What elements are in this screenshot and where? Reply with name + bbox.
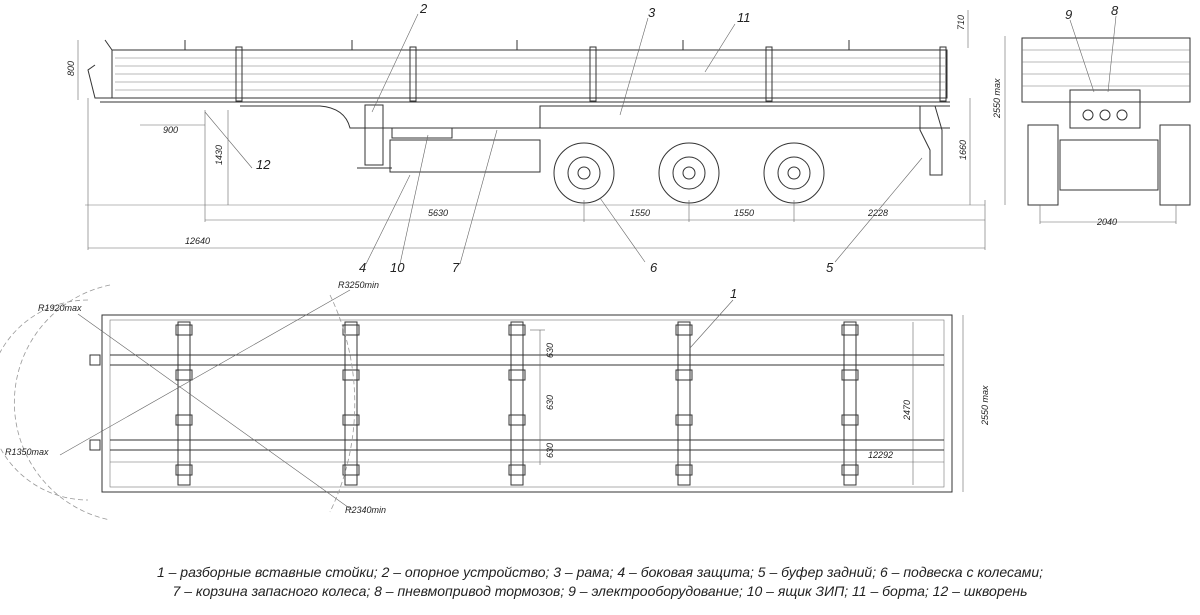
dim-axle-spacing-2: 1550 (734, 208, 754, 218)
legend-line-2: 7 – корзина запасного колеса; 8 – пневмо… (172, 583, 1028, 599)
dim-radius-1920: R1920max (38, 303, 82, 313)
dim-rear-overhang: 2228 (867, 208, 888, 218)
callout-3: 3 (648, 5, 656, 20)
dim-radius-3250: R3250min (338, 280, 379, 290)
top-view (0, 284, 964, 521)
dim-track-width: 2040 (1096, 217, 1117, 227)
callout-6: 6 (650, 260, 658, 275)
side-view (77, 10, 1006, 250)
callout-4: 4 (359, 260, 366, 275)
callout-10: 10 (390, 260, 405, 275)
dim-radius-1350: R1350max (5, 447, 49, 457)
dim-stake-pitch-3: 630 (545, 443, 555, 458)
callout-7: 7 (452, 260, 460, 275)
dim-stake-height: 710 (956, 15, 966, 30)
dim-stake-pitch-2: 630 (545, 395, 555, 410)
callout-9: 9 (1065, 7, 1072, 22)
trailer-technical-drawing: 12640 5630 1550 1550 2228 900 1430 800 1… (0, 1, 1191, 521)
callout-1: 1 (730, 286, 737, 301)
dim-kingpin-to-axle: 5630 (428, 208, 448, 218)
parts-legend: 1 – разборные вставные стойки; 2 – опорн… (0, 563, 1200, 601)
dim-radius-2340: R2340min (345, 505, 386, 515)
legend-line-1: 1 – разборные вставные стойки; 2 – опорн… (156, 564, 1044, 580)
dim-total-length: 12640 (185, 236, 210, 246)
dim-platform-inner-length: 12292 (868, 450, 893, 460)
dim-rear-height: 1660 (958, 140, 968, 160)
callout-5: 5 (826, 260, 834, 275)
dim-kingpin-offset: 900 (163, 125, 178, 135)
rear-view (1021, 37, 1191, 224)
dim-platform-inner-width: 2470 (902, 400, 912, 421)
dim-overall-width: 2550 max (980, 385, 990, 426)
dim-axle-spacing-1: 1550 (630, 208, 650, 218)
dim-stake-pitch-1: 630 (545, 343, 555, 358)
dim-fifth-wheel-height: 1430 (214, 145, 224, 165)
callout-8: 8 (1111, 3, 1119, 18)
callout-leaders (204, 13, 1117, 349)
callout-12: 12 (256, 157, 271, 172)
callout-2: 2 (419, 1, 428, 16)
dim-side-board-height: 800 (66, 61, 76, 76)
dim-overall-height: 2550 max (992, 78, 1002, 119)
callout-11: 11 (737, 10, 751, 25)
